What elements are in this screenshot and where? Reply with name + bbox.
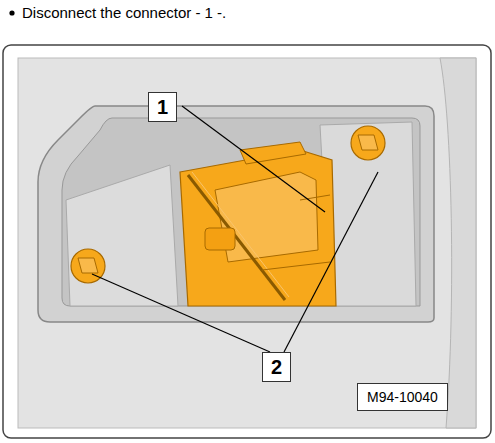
instruction-text: Disconnect the connector - 1 -.: [22, 4, 226, 22]
figure-id: M94-10040: [357, 383, 448, 411]
trim-bezel: [38, 106, 434, 322]
electrical-connector: [180, 142, 336, 306]
trim-panel: [18, 58, 476, 428]
opening: [62, 118, 420, 306]
figure-frame: [3, 45, 491, 438]
left-pocket: [66, 165, 178, 306]
retaining-clip: [351, 126, 385, 160]
callout-number: 2: [262, 352, 291, 382]
panel-edge: [440, 58, 476, 428]
list-bullet: [9, 10, 14, 15]
leader-line: [182, 106, 325, 212]
callout-number: 1: [148, 92, 177, 122]
leader-line: [92, 274, 270, 352]
leader-line: [284, 172, 378, 352]
